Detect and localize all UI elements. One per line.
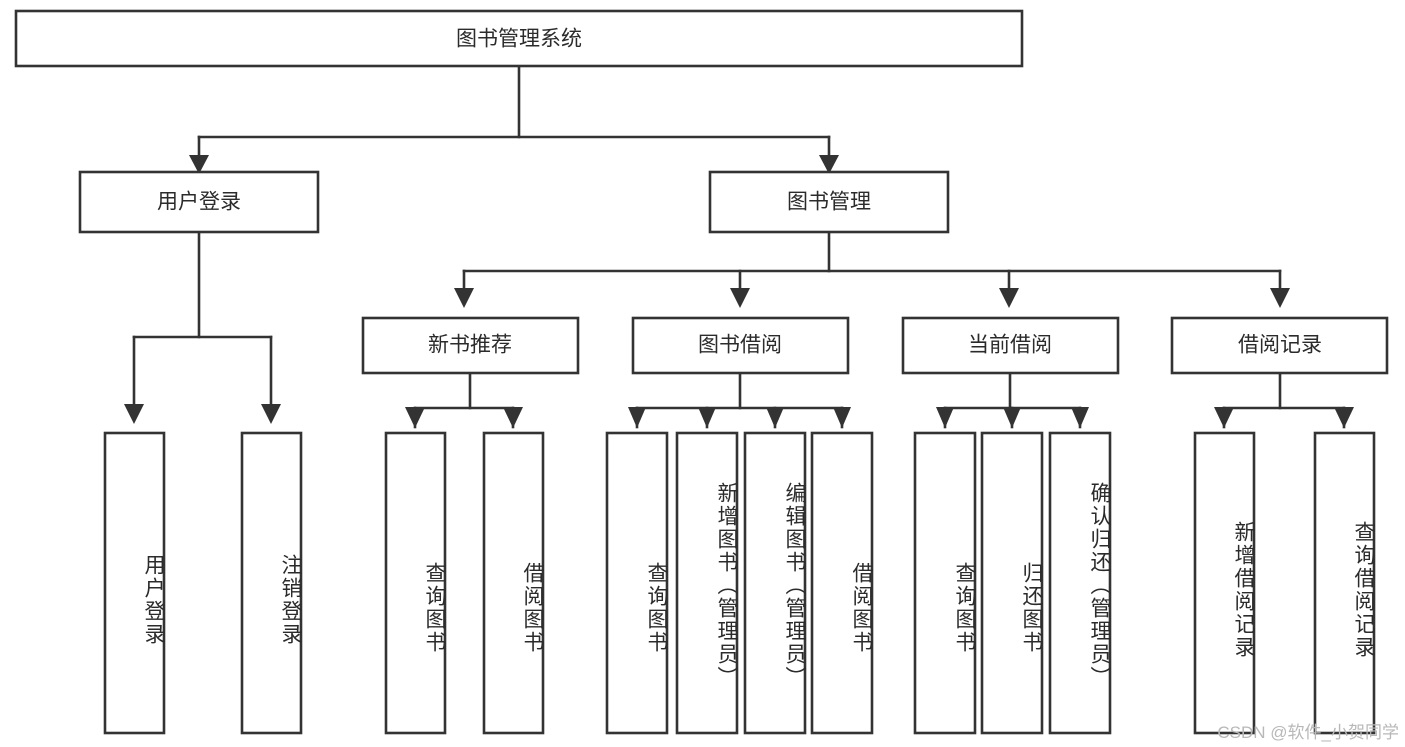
node-leaf-query-book-3-rect[interactable] [913,431,977,735]
arrow-br-leaf1 [1214,407,1234,428]
arrow-user-login-leaf1 [124,404,144,424]
arrow-to-borrow-record [1270,288,1290,308]
arrow-to-user-login [189,155,209,174]
arrow-cb-leaf2 [1003,407,1021,428]
node-book-management[interactable]: 图书管理 [708,170,950,234]
node-root-label: 图书管理系统 [456,28,582,51]
node-book-management-label: 图书管理 [787,191,871,214]
node-new-book-recommend-rect[interactable] [361,316,580,375]
node-book-borrow[interactable]: 图书借阅 [631,316,850,375]
node-leaf-logout-login-rect[interactable] [240,431,303,735]
node-root-rect[interactable] [14,9,1024,68]
node-leaf-return-book-rect[interactable] [980,431,1044,735]
node-root[interactable]: 图书管理系统 [14,9,1024,68]
node-current-borrow-label: 当前借阅 [968,334,1052,357]
arrow-cb-leaf3 [1071,407,1089,428]
node-borrow-record-rect[interactable] [1170,316,1389,375]
node-book-borrow-rect[interactable] [631,316,850,375]
node-leaf-add-book-admin-rect[interactable] [675,431,739,735]
node-new-book-recommend[interactable]: 新书推荐 [361,316,580,375]
arrow-bb-leaf3 [766,407,784,428]
node-leaf-borrow-book-1-rect[interactable] [482,431,545,735]
arrow-user-login-leaf2 [261,404,281,424]
arrow-bb-leaf2 [698,407,716,428]
node-leaf-add-borrow-record-rect[interactable] [1193,431,1256,735]
node-user-login-rect[interactable] [78,170,320,234]
node-borrow-record-label: 借阅记录 [1238,334,1322,357]
node-leaf-edit-book-admin-rect[interactable] [743,431,807,735]
node-user-login[interactable]: 用户登录 [78,170,320,234]
node-leaf-user-login-rect[interactable] [103,431,166,735]
csdn-watermark: CSDN @软件_小贺同学 [1217,723,1399,742]
arrow-to-current-borrow [999,288,1019,308]
node-current-borrow-rect[interactable] [901,316,1120,375]
node-book-management-rect[interactable] [708,170,950,234]
arrow-nbr-leaf2 [503,407,523,428]
node-leaf-query-book-1-rect[interactable] [384,431,447,735]
node-leaf-borrow-book-2-rect[interactable] [810,431,874,735]
node-leaf-confirm-return-admin-rect[interactable] [1048,431,1112,735]
node-leaf-query-borrow-record-rect[interactable] [1313,431,1376,735]
node-book-borrow-label: 图书借阅 [698,334,782,357]
node-leaf-query-book-2-rect[interactable] [605,431,669,735]
arrow-nbr-leaf1 [405,407,425,428]
node-current-borrow[interactable]: 当前借阅 [901,316,1120,375]
node-borrow-record[interactable]: 借阅记录 [1170,316,1389,375]
arrow-cb-leaf1 [936,407,954,428]
node-user-login-label: 用户登录 [157,191,241,214]
arrow-bb-leaf1 [628,407,646,428]
arrow-to-book-management [819,155,839,174]
arrow-bb-leaf4 [833,407,851,428]
arrow-br-leaf2 [1334,407,1354,428]
nodes-layer: 图书管理系统 用户登录 图书管理 新书推荐 图书借阅 [14,9,1389,735]
arrow-to-book-borrow [730,288,750,308]
arrow-to-new-book-recommend [454,288,474,308]
node-new-book-recommend-label: 新书推荐 [428,334,512,357]
arrowheads-layer [124,155,1354,428]
